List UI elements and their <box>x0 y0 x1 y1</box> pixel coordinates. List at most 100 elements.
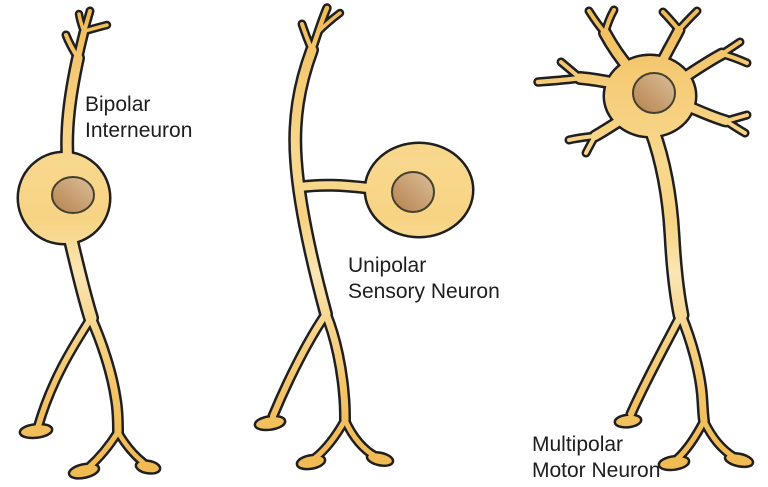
label-bipolar-interneuron: Bipolar Interneuron <box>85 92 192 144</box>
dendrite <box>72 26 90 64</box>
axon <box>64 230 97 324</box>
soma-stalk <box>296 181 372 192</box>
dendrite <box>316 11 342 34</box>
dendrite <box>581 131 600 158</box>
axon-branch <box>699 416 739 462</box>
axon-branch <box>672 416 709 464</box>
axon <box>646 124 687 321</box>
dendrite <box>721 116 750 138</box>
axon-branch <box>312 417 348 461</box>
dendrite <box>600 28 637 77</box>
axon-terminal <box>660 457 688 469</box>
axon-terminal <box>298 456 324 468</box>
dendrite <box>83 23 109 33</box>
dendrite <box>567 134 597 142</box>
dendrite <box>584 134 597 155</box>
axon-terminal <box>70 464 98 478</box>
soma <box>602 53 698 139</box>
dendrite <box>64 33 80 60</box>
unipolar-sensory-neuron-figure <box>256 5 472 468</box>
soma <box>19 153 109 243</box>
dendrite <box>600 5 619 38</box>
axon-branch <box>674 418 707 462</box>
axon-branch <box>310 415 350 463</box>
axon-branch <box>87 314 122 436</box>
axon-terminal <box>256 417 284 429</box>
dendrite <box>300 22 314 52</box>
dendrite <box>724 119 747 135</box>
dendrite <box>588 111 631 143</box>
axon-terminal <box>295 453 327 471</box>
soma <box>16 150 112 246</box>
axon-branch <box>270 311 329 419</box>
label-unipolar-sensory-neuron: Unipolar Sensory Neuron <box>348 253 500 305</box>
dendrite <box>61 30 83 63</box>
axon-branch <box>115 429 147 466</box>
dendrite <box>658 26 683 66</box>
dendrite <box>309 5 330 53</box>
axon-terminal <box>18 422 54 440</box>
dendrite <box>75 29 87 61</box>
axon-terminal <box>368 453 392 465</box>
dendrite <box>79 6 95 37</box>
nucleus <box>632 72 676 114</box>
bipolar-interneuron-figure <box>19 9 159 478</box>
dendrite <box>575 73 623 89</box>
dendrite <box>77 12 86 34</box>
nerve-fiber <box>290 45 331 319</box>
dendrite <box>674 6 702 35</box>
dendrite <box>655 23 686 69</box>
axon-branch <box>85 312 124 438</box>
axon-terminal <box>365 451 395 467</box>
label-line: Motor Neuron <box>532 459 661 482</box>
axon <box>62 228 99 326</box>
axon-branch <box>320 308 351 426</box>
dendrite <box>556 57 585 83</box>
dendrite <box>307 3 332 55</box>
nerve-fiber <box>288 43 333 321</box>
multipolar-motor-neuron-figure <box>533 5 755 472</box>
dendrite <box>564 131 600 145</box>
dendrite <box>74 9 89 37</box>
label-line: Bipolar <box>85 93 151 116</box>
dendrite <box>717 37 745 59</box>
dendrite <box>603 8 616 35</box>
axon-terminal <box>67 462 101 480</box>
axon <box>643 121 690 324</box>
dendrite <box>684 50 726 79</box>
axon-branch <box>267 308 332 422</box>
dendrite <box>598 26 639 79</box>
axon-terminal <box>616 415 640 427</box>
axon-branch <box>83 427 123 473</box>
axon-branch <box>625 309 687 420</box>
nucleus <box>391 171 435 213</box>
dendrite <box>591 114 628 140</box>
multipolar-motor-neuron-figure <box>535 8 752 469</box>
axon-terminal <box>723 451 755 469</box>
axon-terminal <box>21 425 51 437</box>
axon-terminal <box>613 413 643 429</box>
label-line: Unipolar <box>348 254 427 277</box>
dendrite <box>721 110 752 126</box>
axon-branch <box>628 312 684 417</box>
dendrite <box>573 71 625 91</box>
dendrite <box>720 40 742 56</box>
bipolar-interneuron-figure <box>16 6 162 480</box>
axon-branch <box>322 310 349 424</box>
axon-branch <box>701 418 737 460</box>
dendrite <box>681 47 729 82</box>
axon-branch <box>35 315 94 430</box>
axon-branch <box>340 415 380 461</box>
label-line: Sensory Neuron <box>348 280 500 303</box>
axon-terminal <box>137 461 159 473</box>
axon-terminal <box>726 454 752 466</box>
dendrite <box>535 75 583 85</box>
axon-terminal <box>253 414 287 432</box>
nucleus <box>51 176 95 214</box>
label-line: Interneuron <box>85 119 193 142</box>
dendrite <box>658 7 684 35</box>
dendrite <box>533 73 585 87</box>
soma <box>363 141 475 239</box>
